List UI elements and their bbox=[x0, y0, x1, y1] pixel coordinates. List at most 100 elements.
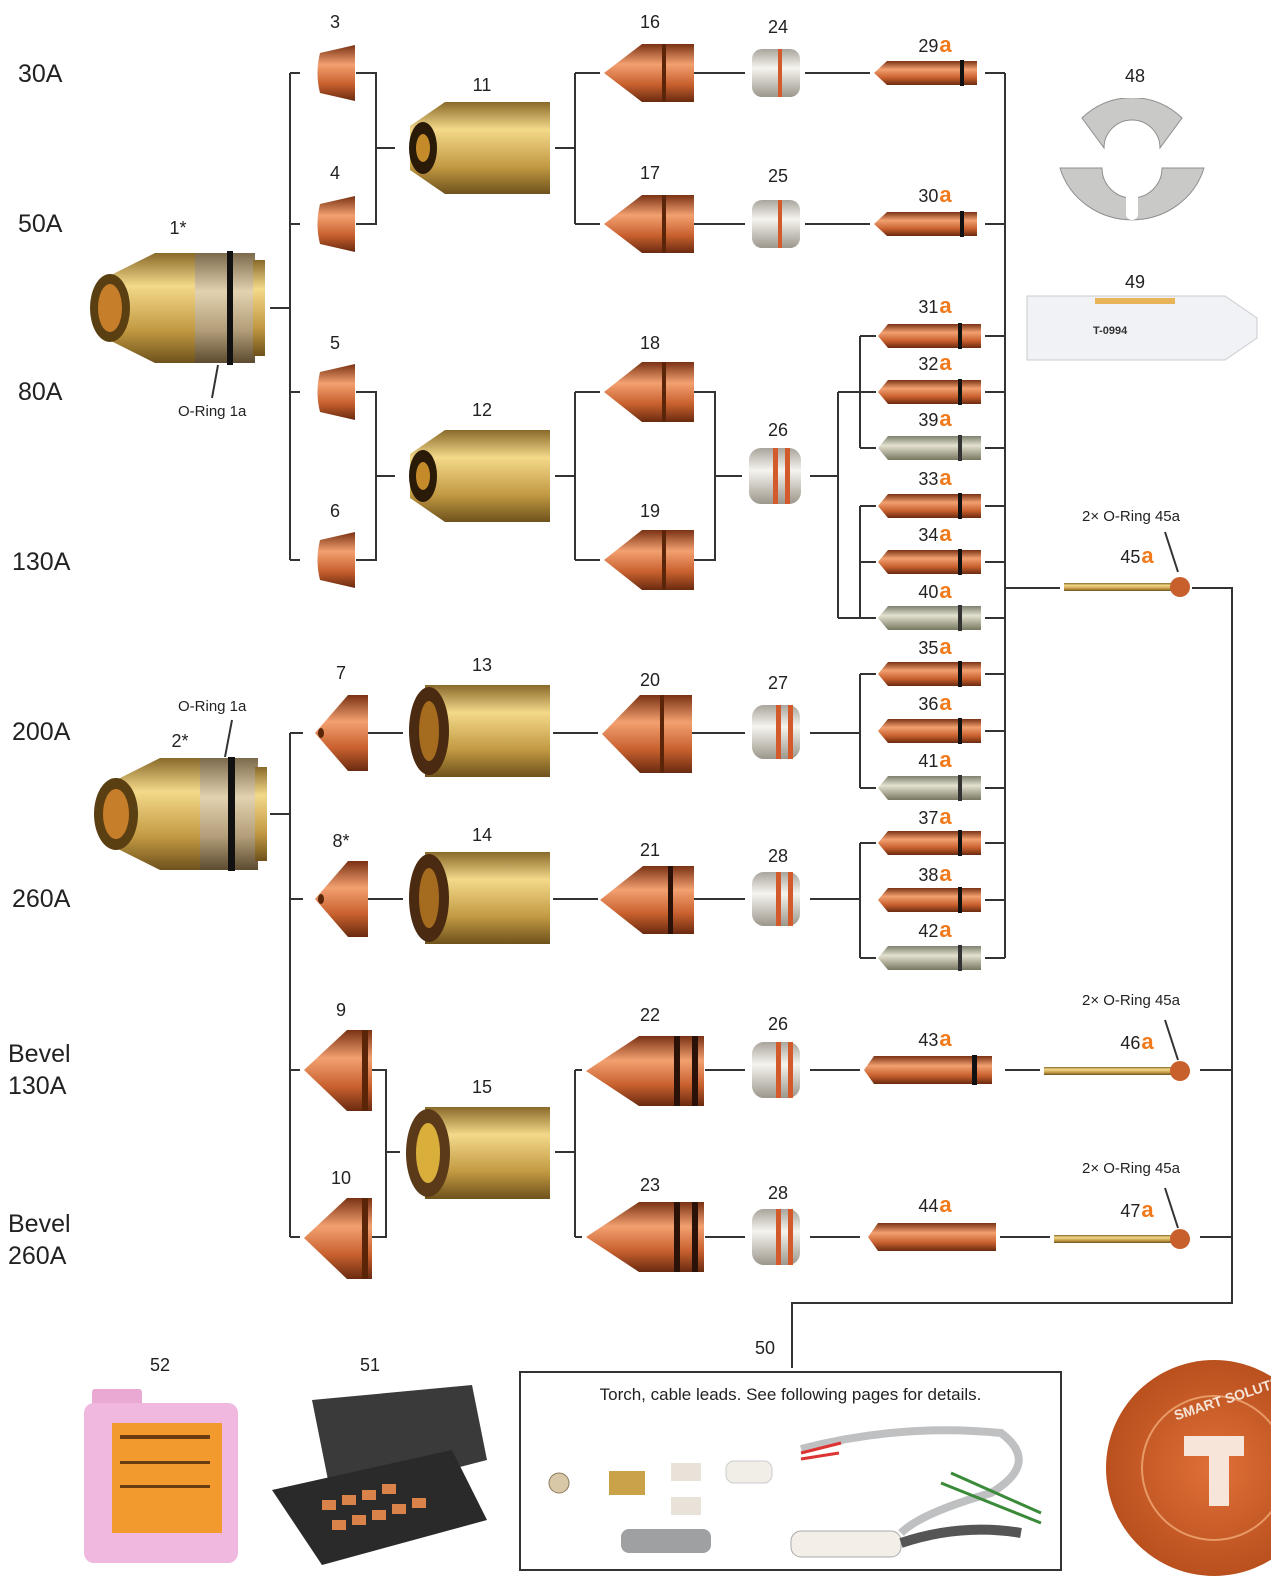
electrode-38 bbox=[876, 885, 986, 915]
electrode-34 bbox=[876, 547, 986, 577]
label-31: 31a bbox=[918, 293, 951, 319]
note-oring-1a-bottom: O-Ring 1a bbox=[178, 698, 246, 715]
shield-cap-1 bbox=[85, 248, 270, 368]
electrode-29 bbox=[872, 58, 987, 88]
grease-tube-49: T-0994 bbox=[1025, 292, 1265, 364]
label-23: 23 bbox=[640, 1175, 660, 1196]
label-13: 13 bbox=[472, 655, 492, 676]
label-40: 40a bbox=[918, 578, 951, 604]
electrode-31 bbox=[876, 321, 986, 351]
swirl-ring-24 bbox=[748, 47, 804, 99]
nozzle-21 bbox=[598, 864, 694, 936]
nozzle-19 bbox=[602, 528, 694, 592]
label-34: 34a bbox=[918, 521, 951, 547]
swirl-ring-28 bbox=[748, 870, 804, 928]
label-11: 11 bbox=[473, 75, 492, 96]
label-36: 36a bbox=[918, 690, 951, 716]
note-oring-45a-3: 2× O-Ring 45a bbox=[1082, 1160, 1180, 1177]
amperage-80a: 80A bbox=[18, 378, 62, 407]
label-6: 6 bbox=[330, 501, 340, 522]
electrode-40 bbox=[876, 603, 986, 633]
label-28: 28 bbox=[768, 846, 788, 867]
label-46: 46a bbox=[1120, 1029, 1153, 1055]
nozzle-16 bbox=[602, 42, 694, 104]
coolant-canister-52 bbox=[82, 1383, 242, 1565]
label-28-bevel: 28 bbox=[768, 1183, 788, 1204]
label-21: 21 bbox=[640, 840, 660, 861]
note-oring-1a-top: O-Ring 1a bbox=[178, 403, 246, 420]
torch-cable-illustration bbox=[521, 1413, 1061, 1569]
amperage-bevel-260a: Bevel 260A bbox=[8, 1208, 71, 1272]
electrode-37 bbox=[876, 828, 986, 858]
label-1: 1* bbox=[169, 218, 186, 239]
amperage-30a: 30A bbox=[18, 60, 62, 89]
retaining-cap-15 bbox=[400, 1105, 555, 1201]
label-10: 10 bbox=[331, 1168, 351, 1189]
label-44: 44a bbox=[918, 1192, 951, 1218]
label-2: 2* bbox=[171, 731, 188, 752]
amperage-bevel-130a: Bevel 130A bbox=[8, 1038, 71, 1102]
retaining-cap-11 bbox=[405, 100, 555, 196]
swirl-ring-27 bbox=[748, 703, 804, 761]
electrode-44 bbox=[866, 1220, 1001, 1254]
parts-case-51 bbox=[262, 1380, 492, 1570]
label-29: 29a bbox=[918, 32, 951, 58]
label-42: 42a bbox=[918, 917, 951, 943]
note-oring-45a-1: 2× O-Ring 45a bbox=[1082, 508, 1180, 525]
water-tube-46 bbox=[1042, 1058, 1192, 1084]
shield-5 bbox=[315, 362, 355, 422]
label-7: 7 bbox=[336, 663, 346, 684]
label-51: 51 bbox=[360, 1355, 380, 1376]
water-tube-47 bbox=[1052, 1226, 1192, 1252]
shield-9 bbox=[302, 1028, 372, 1113]
label-9: 9 bbox=[336, 1000, 346, 1021]
nozzle-20 bbox=[600, 693, 692, 775]
label-16: 16 bbox=[640, 12, 660, 33]
label-50: 50 bbox=[755, 1338, 775, 1359]
label-39: 39a bbox=[918, 406, 951, 432]
label-38: 38a bbox=[918, 861, 951, 887]
retaining-cap-12 bbox=[405, 428, 555, 524]
smart-solutions-logo: SMART SOLUTIONS bbox=[1104, 1356, 1271, 1577]
shield-4 bbox=[315, 194, 355, 254]
box-50-caption: Torch, cable leads. See following pages … bbox=[521, 1385, 1060, 1405]
electrode-32 bbox=[876, 377, 986, 407]
shield-cap-2 bbox=[90, 755, 270, 873]
label-26: 26 bbox=[768, 420, 788, 441]
label-24: 24 bbox=[768, 17, 788, 38]
label-37: 37a bbox=[918, 804, 951, 830]
electrode-39 bbox=[876, 433, 986, 463]
label-20: 20 bbox=[640, 670, 660, 691]
label-15: 15 bbox=[472, 1077, 492, 1098]
nozzle-22 bbox=[584, 1034, 704, 1108]
label-48: 48 bbox=[1125, 66, 1145, 87]
swirl-ring-26-bevel bbox=[748, 1040, 804, 1100]
shield-3 bbox=[315, 43, 355, 103]
amperage-200a: 200A bbox=[12, 718, 70, 747]
amperage-130a: 130A bbox=[12, 548, 70, 577]
label-45: 45a bbox=[1120, 543, 1153, 569]
label-25: 25 bbox=[768, 166, 788, 187]
label-18: 18 bbox=[640, 333, 660, 354]
tube-label: T-0994 bbox=[1093, 325, 1128, 337]
swirl-ring-28-bevel bbox=[748, 1207, 804, 1267]
shield-10 bbox=[302, 1196, 372, 1281]
shield-7 bbox=[313, 693, 368, 773]
nozzle-17 bbox=[602, 193, 694, 255]
label-32: 32a bbox=[918, 350, 951, 376]
water-tube-45 bbox=[1062, 574, 1192, 600]
label-8: 8* bbox=[332, 831, 349, 852]
electrode-42 bbox=[876, 943, 986, 973]
label-12: 12 bbox=[472, 400, 492, 421]
electrode-35 bbox=[876, 659, 986, 689]
wrench-tool-48 bbox=[1052, 98, 1212, 243]
torch-cable-box-50: Torch, cable leads. See following pages … bbox=[519, 1371, 1062, 1571]
electrode-30 bbox=[872, 209, 987, 239]
amperage-50a: 50A bbox=[18, 210, 62, 239]
retaining-cap-13 bbox=[405, 683, 555, 779]
label-35: 35a bbox=[918, 634, 951, 660]
amperage-260a: 260A bbox=[12, 885, 70, 914]
nozzle-23 bbox=[584, 1200, 704, 1274]
electrode-43 bbox=[862, 1053, 1007, 1087]
label-30: 30a bbox=[918, 182, 951, 208]
